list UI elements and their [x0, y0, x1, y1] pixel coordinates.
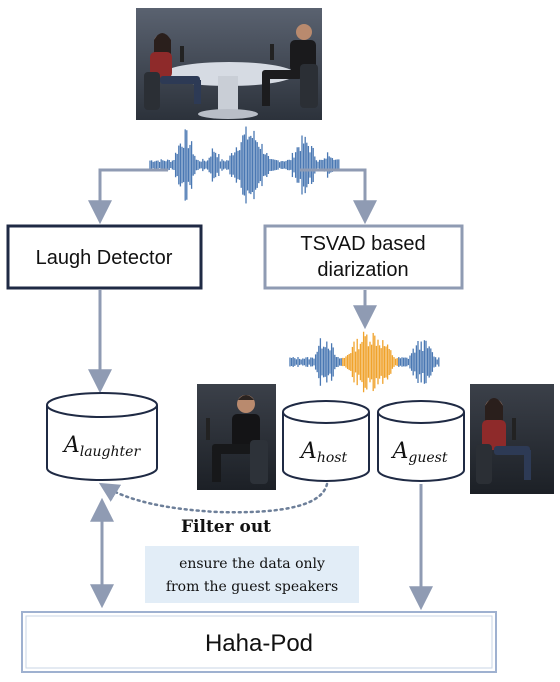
guest-only-note: ensure the data only from the guest spea… — [145, 546, 359, 603]
diarized-waveform — [289, 331, 440, 393]
guest-db-label: Aguest — [391, 439, 448, 466]
host-database: Ahost — [282, 400, 370, 482]
host-db-label: Ahost — [299, 439, 348, 466]
haha-pod-label: Haha-Pod — [205, 630, 313, 657]
filter-out-label: Filter out — [181, 517, 271, 537]
arrow-to-tsvad — [300, 168, 377, 225]
laugh-detector-label: Laugh Detector — [36, 247, 173, 269]
laughter-database: Alaughter — [46, 392, 158, 481]
guest-database: Aguest — [377, 400, 465, 482]
note-line-2: from the guest speakers — [166, 579, 338, 595]
tsvad-diarization-box: TSVAD based diarization — [263, 224, 464, 290]
guest-speaker-photo — [470, 384, 554, 494]
haha-pod-box: Haha-Pod — [21, 611, 497, 673]
filter-out-connector — [98, 482, 329, 514]
tsvad-label-line1: TSVAD based — [300, 233, 425, 255]
podcast-studio-photo — [136, 8, 322, 120]
arrow-to-laugh-detector — [88, 168, 168, 225]
laugh-detector-box: Laugh Detector — [6, 224, 203, 290]
audio-waveform — [149, 126, 340, 204]
host-speaker-photo — [197, 384, 276, 490]
note-line-1: ensure the data only — [179, 556, 325, 572]
laughter-db-label: Alaughter — [62, 433, 142, 460]
tsvad-label-line2: diarization — [317, 259, 408, 281]
